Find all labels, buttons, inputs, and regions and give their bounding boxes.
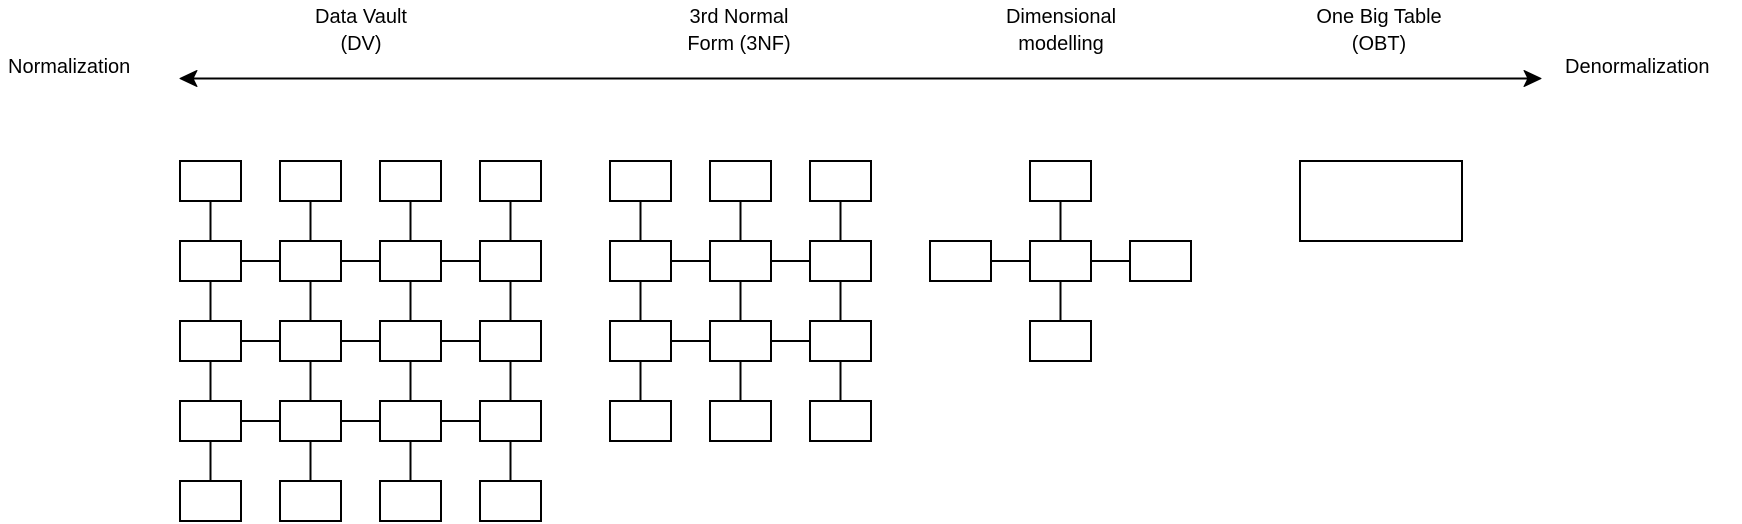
entity-box [379,480,442,522]
entity-box [479,400,542,442]
entity-box [609,320,672,362]
section-label-one-big-table: One Big Table (OBT) [1316,6,1442,55]
entity-box [179,400,242,442]
entity-box [279,400,342,442]
one-big-table-box [1299,160,1463,242]
entity-box [379,160,442,202]
section-label-data-vault: Data Vault (DV) [315,6,407,55]
entity-box [709,160,772,202]
dimension-box [1029,160,1092,202]
dimension-box [1029,320,1092,362]
spectrum-arrowhead-left [179,70,198,87]
entity-box [279,480,342,522]
entity-box [179,320,242,362]
entity-box [479,320,542,362]
entity-box [379,240,442,282]
entity-box [609,400,672,442]
entity-box [809,320,872,362]
section-label-3nf: 3rd Normal Form (3NF) [687,6,791,55]
entity-box [179,240,242,282]
entity-box [479,160,542,202]
entity-box [809,400,872,442]
fact-table-box [1029,240,1092,282]
section-label-dimensional-modelling: Dimensional modelling [1005,6,1117,55]
entity-box [709,400,772,442]
entity-box [279,320,342,362]
entity-box [809,240,872,282]
entity-box [179,160,242,202]
entity-box [479,240,542,282]
entity-box [479,480,542,522]
entity-box [609,240,672,282]
entity-box [279,160,342,202]
entity-box [709,240,772,282]
spectrum-arrowhead-right [1523,70,1542,87]
normalization-axis-label: Normalization [8,56,131,78]
entity-box [379,320,442,362]
dimension-box [1129,240,1192,282]
entity-box [279,240,342,282]
entity-box [609,160,672,202]
entity-box [179,480,242,522]
denormalization-axis-label: Denormalization [1565,56,1710,78]
entity-box [809,160,872,202]
entity-box [379,400,442,442]
entity-box [709,320,772,362]
dimension-box [929,240,992,282]
